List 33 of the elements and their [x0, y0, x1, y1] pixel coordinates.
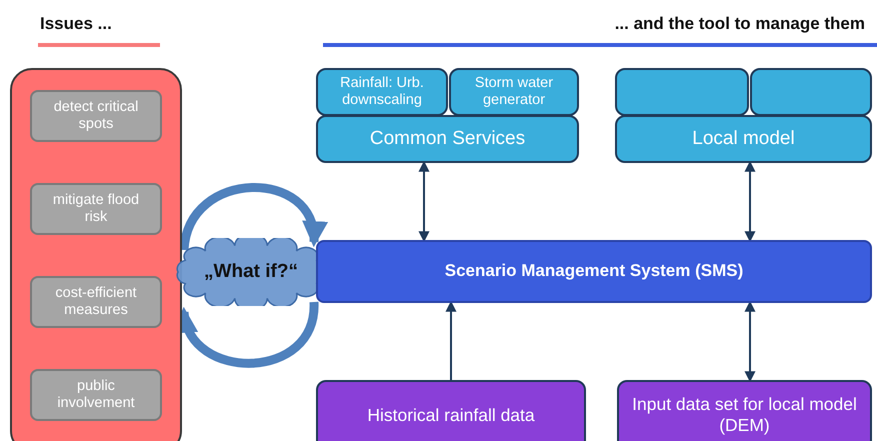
model-box	[750, 68, 872, 116]
column-heading: ... and the tool to manage them	[614, 14, 865, 34]
issue-box	[30, 90, 162, 142]
data-box	[316, 380, 586, 441]
model-box	[615, 68, 749, 116]
issue-box	[30, 183, 162, 235]
issue-box	[30, 276, 162, 328]
node-label: cost-efficient measures	[54, 284, 138, 320]
node-label: Input data set for local model (DEM)	[631, 394, 858, 436]
node-label: detect critical spots	[52, 98, 140, 134]
local-model-box	[615, 115, 872, 163]
node-label: mitigate flood risk	[52, 192, 140, 226]
node-label: „What if?“	[203, 260, 299, 282]
service-box	[316, 68, 448, 116]
common-services-box	[316, 115, 579, 163]
service-box	[449, 68, 579, 116]
node-label: Common Services	[368, 128, 526, 150]
cycle-arrow	[180, 183, 325, 251]
node-label: Scenario Management System (SMS)	[444, 261, 744, 282]
data-box	[617, 380, 872, 441]
arrow	[744, 300, 756, 382]
sms-bar	[316, 240, 872, 303]
arrow	[744, 160, 756, 242]
node-label: Historical rainfall data	[366, 404, 536, 426]
node-label: Local model	[691, 128, 796, 150]
node-label: Storm water generator	[474, 74, 554, 110]
issue-box	[30, 369, 162, 421]
node-label: Rainfall: Urb. downscaling	[339, 74, 425, 110]
column-heading: Issues ...	[40, 14, 112, 34]
arrow	[418, 160, 430, 242]
arrow	[446, 300, 456, 380]
issues-panel	[10, 68, 182, 441]
node-label: public involvement	[56, 378, 136, 412]
